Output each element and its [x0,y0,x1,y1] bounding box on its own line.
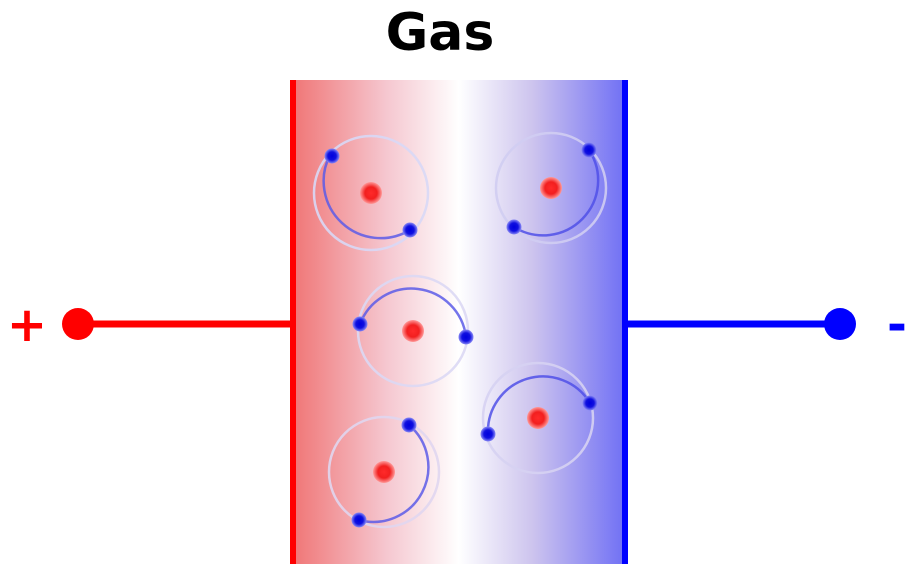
gas-atom [352,274,474,388]
electron [506,219,522,235]
negative-terminal [824,308,856,340]
electron [402,222,418,238]
nucleus [402,320,424,342]
gas-atom [327,415,441,529]
orbit-ring [312,134,430,252]
electron [352,316,368,332]
gas-chamber [292,80,626,564]
positive-terminal [62,308,94,340]
nucleus [360,182,382,204]
negative-sign: - [887,297,905,353]
gas-atom [494,131,608,245]
nucleus [373,461,395,483]
nucleus [540,177,562,199]
electron [351,512,367,528]
electron [581,142,597,158]
electron [401,417,417,433]
diagram-title: Gas [385,3,495,63]
orbit-ring [494,131,608,245]
orbit-arc [358,287,468,338]
positive-sign: + [7,297,47,353]
electron [480,426,496,442]
electron [582,395,598,411]
electron [458,329,474,345]
orbit-arc [486,375,592,435]
orbit-ring [327,415,441,529]
gas-atom [480,361,598,475]
orbit-arc [358,424,430,524]
electron [324,148,340,164]
gas-atom [312,134,430,252]
orbit-ring [481,361,595,475]
nucleus [527,407,549,429]
orbit-arc [513,149,600,237]
orbit-arc [322,154,411,240]
